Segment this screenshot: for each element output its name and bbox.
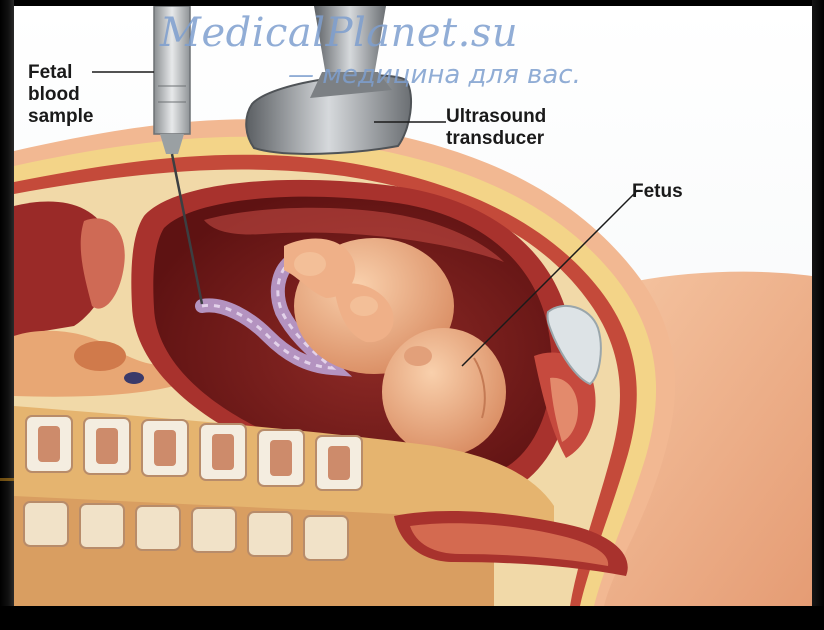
label-line: transducer bbox=[446, 128, 546, 150]
label-fetus: Fetus bbox=[632, 181, 683, 203]
watermark-site: MedicalPlanet.su bbox=[160, 10, 518, 56]
anatomy-illustration bbox=[14, 6, 812, 606]
fetus-ear bbox=[404, 346, 432, 366]
vertebra bbox=[192, 508, 236, 552]
frame-bottom bbox=[0, 606, 824, 630]
fetus-hand bbox=[294, 252, 326, 276]
frame-left bbox=[0, 0, 14, 630]
vertebra-marrow bbox=[328, 446, 350, 480]
left-organ-5 bbox=[124, 372, 144, 384]
vertebra-marrow bbox=[270, 440, 292, 476]
vertebra bbox=[24, 502, 68, 546]
label-line: sample bbox=[28, 106, 93, 128]
vertebra-marrow bbox=[96, 428, 118, 464]
vertebra-marrow bbox=[38, 426, 60, 462]
vertebra-marrow bbox=[212, 434, 234, 470]
label-line: Fetal bbox=[28, 62, 93, 84]
vertebra bbox=[304, 516, 348, 560]
fetus-foot bbox=[350, 296, 378, 316]
frame-right bbox=[812, 0, 824, 630]
label-line: Fetus bbox=[632, 181, 683, 203]
vertebra bbox=[80, 504, 124, 548]
fetus-head bbox=[382, 328, 506, 456]
vertebra bbox=[136, 506, 180, 550]
left-organ-4 bbox=[74, 341, 126, 371]
label-ultrasound-transducer: Ultrasound transducer bbox=[446, 106, 546, 150]
label-fetal-blood-sample: Fetal blood sample bbox=[28, 62, 93, 128]
watermark-tagline: — медицина для вас. bbox=[288, 60, 581, 90]
label-line: blood bbox=[28, 84, 93, 106]
vertebra-marrow bbox=[154, 430, 176, 466]
vertebra bbox=[248, 512, 292, 556]
label-line: Ultrasound bbox=[446, 106, 546, 128]
